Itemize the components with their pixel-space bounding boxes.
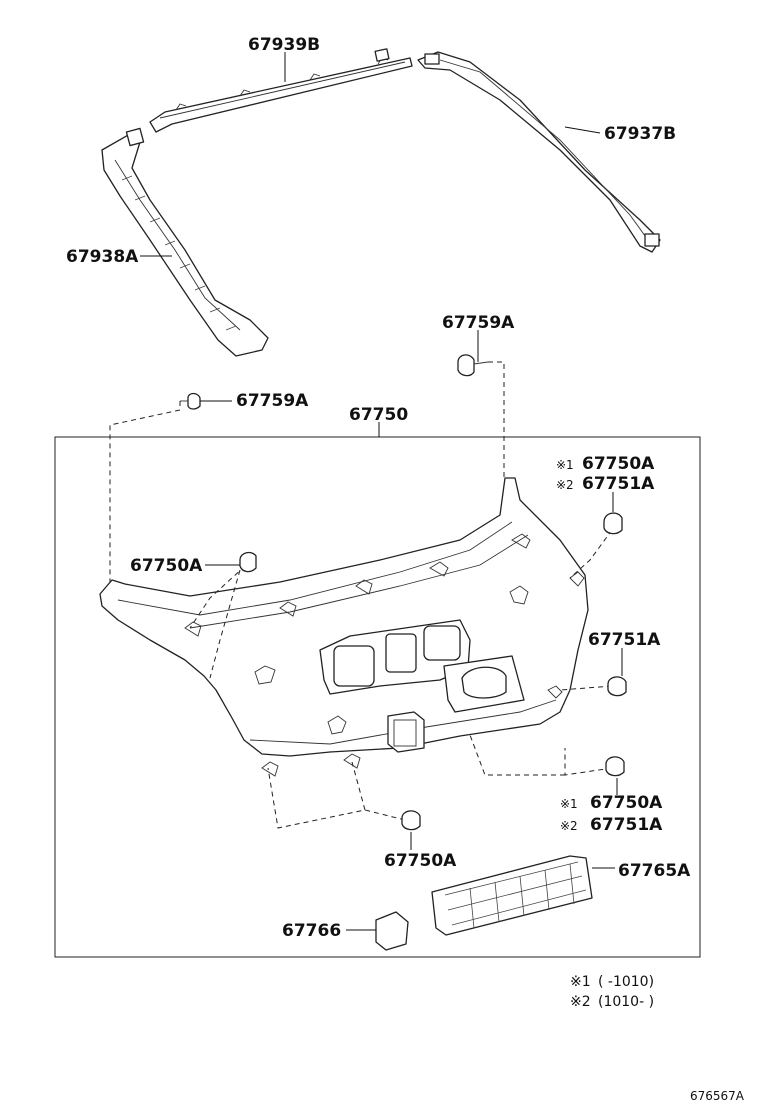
label-67759A-top: 67759A: [442, 313, 515, 333]
clip-top-right-drawing: [603, 492, 623, 535]
part-67938A-drawing: [101, 127, 269, 357]
label-67765A: 67765A: [618, 861, 691, 881]
note-range-1: ( -1010): [598, 974, 654, 990]
clip-bottom-right-drawing: [605, 756, 625, 795]
mark-2-bottom: ※2: [560, 819, 578, 833]
assembly-frame: [54, 436, 701, 958]
label-67938A: 67938A: [66, 247, 139, 267]
mark-2-top: ※2: [556, 478, 574, 492]
label-67750A-bottom-right: 67750A: [590, 793, 663, 813]
mark-1-bottom: ※1: [560, 797, 578, 811]
note-mark-1: ※1: [570, 974, 591, 990]
part-67766-drawing: [346, 911, 409, 951]
label-67759A-left: 67759A: [236, 391, 309, 411]
clip-67750A-bottom-drawing: [401, 810, 421, 850]
label-67750A-bottom: 67750A: [384, 851, 457, 871]
clip-67759A-left-drawing: [180, 392, 201, 410]
mark-1-top: ※1: [556, 458, 574, 472]
label-67766: 67766: [282, 921, 341, 941]
label-67750: 67750: [349, 405, 408, 425]
part-67939B-drawing: [149, 48, 413, 133]
panel-67750-drawing: [99, 477, 589, 777]
label-67751A-bottom-right: 67751A: [590, 815, 663, 835]
label-67750A-left: 67750A: [130, 556, 203, 576]
part-67765A-drawing: [431, 855, 615, 936]
label-67939B: 67939B: [248, 35, 320, 55]
clip-67751A-mid-drawing: [607, 648, 627, 697]
clip-67759A-top-drawing: [457, 354, 489, 377]
label-67751A-top-right: 67751A: [582, 474, 655, 494]
diagram-id: 676567A: [690, 1089, 745, 1103]
clip-67750A-left-drawing: [205, 551, 257, 573]
part-67937B-drawing: [417, 51, 661, 253]
label-67750A-top-right: 67750A: [582, 454, 655, 474]
label-67937B: 67937B: [604, 124, 676, 144]
note-range-2: (1010- ): [598, 994, 654, 1010]
label-67751A-mid: 67751A: [588, 630, 661, 650]
note-mark-2: ※2: [570, 994, 591, 1010]
